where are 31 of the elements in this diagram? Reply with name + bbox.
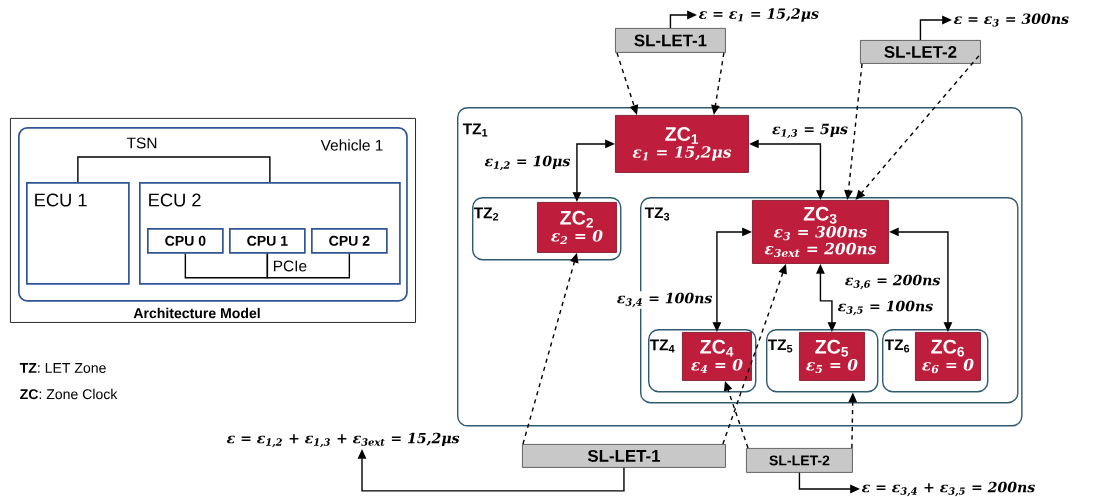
edge-label: ε$_{3,4}$ = 100ns	[615, 291, 714, 309]
ecu-box: ECU 1	[26, 182, 130, 285]
clock-box: ZC$_{3}$ ε$_{3}$ = 300ns ε$_{3ext}$ = 200ns	[752, 200, 889, 264]
formula-text: ε = ε$_{3}$ = 300ns	[954, 13, 1069, 27]
formula-text: ε = ε$_{1}$ = 15,2μs	[699, 8, 819, 22]
clock-box: ZC$_{4}$ ε$_{4}$ = 0	[682, 332, 752, 381]
edge-label: ε$_{3,6}$ = 200ns	[843, 273, 942, 291]
cpu-box: CPU 1	[229, 228, 306, 254]
legend-text: TZ: LET Zone	[19, 363, 106, 373]
link-box: SL-LET-1	[615, 28, 726, 53]
formula-text: ε = ε$_{1,2}$ + ε$_{1,3}$ + ε$_{3ext}$ = 15,2μs	[227, 432, 460, 448]
clock-box: ZC$_{6}$ ε$_{6}$ = 0	[915, 332, 981, 381]
link-box: SL-LET-2	[746, 448, 853, 473]
cpu-box: CPU 2	[311, 228, 388, 254]
edge-label: ε$_{1,2}$ = 10μs	[483, 154, 572, 172]
dashed-arrow	[855, 55, 980, 200]
link-box: SL-LET-2	[860, 40, 981, 64]
formula-text: ε = ε$_{3,4}$ + ε$_{3,5}$ = 200ns	[862, 481, 1035, 497]
connector-line	[77, 156, 271, 183]
clock-box: ZC$_{2}$ ε$_{2}$ = 0	[537, 202, 617, 253]
edge-label: ε$_{3,5}$ = 100ns	[836, 299, 935, 317]
edge-label: PCIe	[271, 259, 309, 273]
cpu-box: CPU 0	[147, 228, 224, 254]
legend-text: ZC: Zone Clock	[20, 388, 118, 400]
edge-label: ε$_{1,3}$ = 5μs	[770, 122, 850, 140]
link-box: SL-LET-1	[522, 444, 726, 468]
edge-label: TSN	[125, 136, 159, 150]
clock-box: ZC$_{5}$ ε$_{5}$ = 0	[799, 332, 865, 381]
connector-line	[266, 253, 351, 279]
connector-line	[184, 253, 269, 279]
clock-box: ZC$_{1}$ ε$_{1}$ = 15,2μs	[615, 115, 749, 173]
